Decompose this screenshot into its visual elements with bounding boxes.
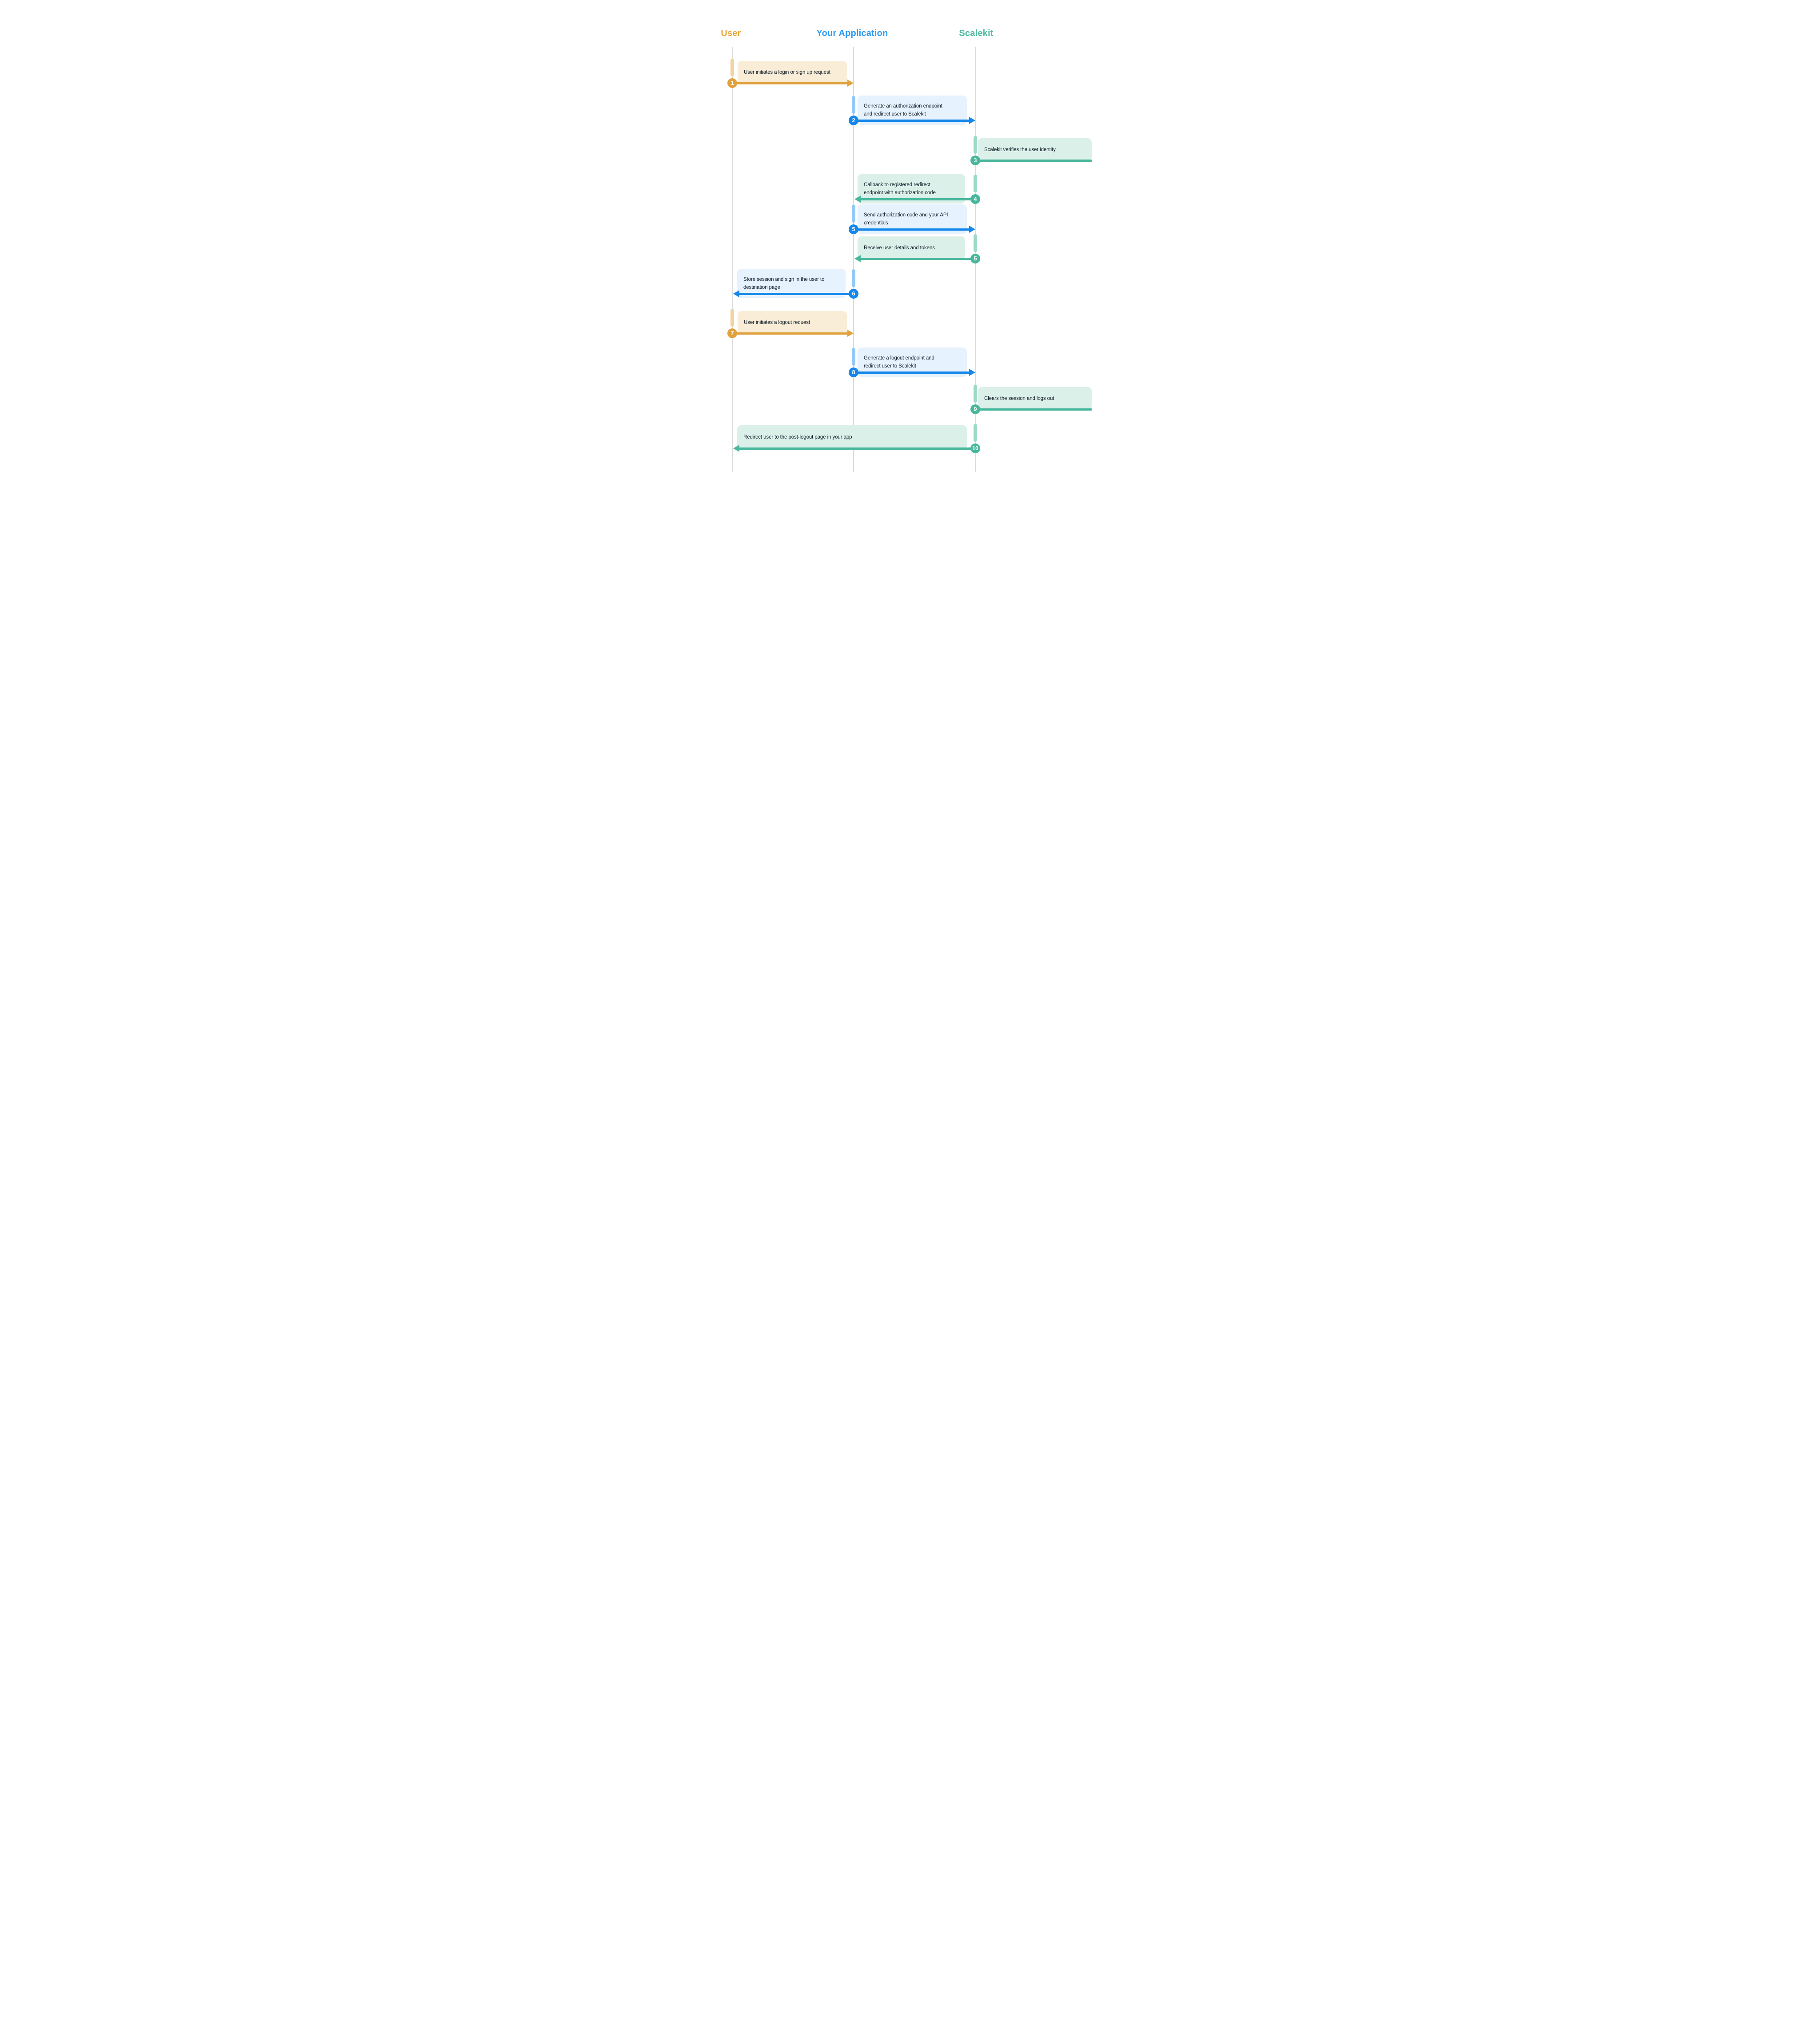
message-box: Receive user details and tokens <box>858 236 965 260</box>
arrowhead-left-icon <box>733 445 739 452</box>
step-number-badge: 2 <box>849 116 858 125</box>
activation-bar-user <box>730 59 734 76</box>
message-box: Clears the session and logs out <box>978 387 1092 410</box>
activation-bar-scalekit <box>974 234 977 252</box>
message-text: Clears the session and logs out <box>984 396 1054 401</box>
message-arrow-line <box>860 198 975 200</box>
message-box: User initiates a login or sign up reques… <box>738 61 847 84</box>
step-number-badge: 10 <box>970 443 980 453</box>
arrowhead-right-icon <box>969 117 975 124</box>
arrowhead-left-icon <box>733 290 739 297</box>
arrowhead-left-icon <box>854 255 861 262</box>
activation-bar-scalekit <box>974 385 977 403</box>
arrowhead-right-icon <box>969 226 975 233</box>
self-action-line <box>975 408 1092 411</box>
message-text: Redirect user to the post-logout page in… <box>743 435 852 440</box>
arrowhead-right-icon <box>847 80 854 87</box>
step-number-badge: 5 <box>970 254 980 264</box>
activation-bar-scalekit <box>974 136 977 154</box>
activation-bar-scalekit <box>974 424 977 442</box>
lifeline-user <box>732 47 733 472</box>
activation-bar-app <box>852 269 855 287</box>
message-box: User initiates a logout request <box>738 311 847 334</box>
message-text: Receive user details and tokens <box>864 245 935 251</box>
activation-bar-app <box>852 348 855 366</box>
arrowhead-right-icon <box>969 369 975 376</box>
message-text: Callback to registered redirect endpoint… <box>864 182 936 196</box>
message-box: Scalekit verifies the user identity <box>978 138 1092 161</box>
activation-bar-app <box>852 205 855 223</box>
actor-header-your-application: Your Application <box>816 28 888 38</box>
message-text: Store session and sign in the user to de… <box>743 277 825 290</box>
message-text: Generate a logout endpoint and redirect … <box>864 355 934 369</box>
message-box: Redirect user to the post-logout page in… <box>737 425 967 449</box>
activation-bar-user <box>730 309 734 327</box>
arrowhead-left-icon <box>854 196 861 203</box>
step-number-badge: 1 <box>727 78 737 88</box>
message-text: User initiates a login or sign up reques… <box>744 70 830 75</box>
lifeline-your-application <box>853 47 854 472</box>
message-text: Send authorization code and your API cre… <box>864 212 948 226</box>
step-number-badge: 4 <box>970 194 980 204</box>
message-text: User initiates a logout request <box>744 320 810 325</box>
message-text: Scalekit verifies the user identity <box>984 147 1056 152</box>
self-action-line <box>975 160 1092 162</box>
message-text: Generate an authorization endpoint and r… <box>864 104 942 117</box>
message-arrow-line <box>732 82 848 84</box>
message-arrow-line <box>854 228 970 231</box>
step-number-badge: 7 <box>727 328 737 338</box>
message-arrow-line <box>732 332 848 335</box>
message-arrow-line <box>739 293 854 295</box>
step-number-badge: 9 <box>970 404 980 414</box>
message-arrow-line <box>854 371 970 374</box>
step-number-badge: 6 <box>849 289 858 299</box>
step-number-badge: 8 <box>849 367 858 377</box>
message-arrow-line <box>860 258 975 260</box>
step-number-badge: 3 <box>970 156 980 165</box>
actor-header-scalekit: Scalekit <box>959 28 994 38</box>
sequence-diagram: User Your Application Scalekit User init… <box>682 0 1138 509</box>
activation-bar-app <box>852 96 855 114</box>
message-box: Generate a logout endpoint and redirect … <box>858 347 967 377</box>
message-arrow-line <box>854 120 970 122</box>
message-arrow-line <box>739 447 975 450</box>
arrowhead-right-icon <box>847 330 854 337</box>
activation-bar-scalekit <box>974 175 977 192</box>
step-number-badge: 5 <box>849 224 858 234</box>
actor-header-user: User <box>721 28 741 38</box>
